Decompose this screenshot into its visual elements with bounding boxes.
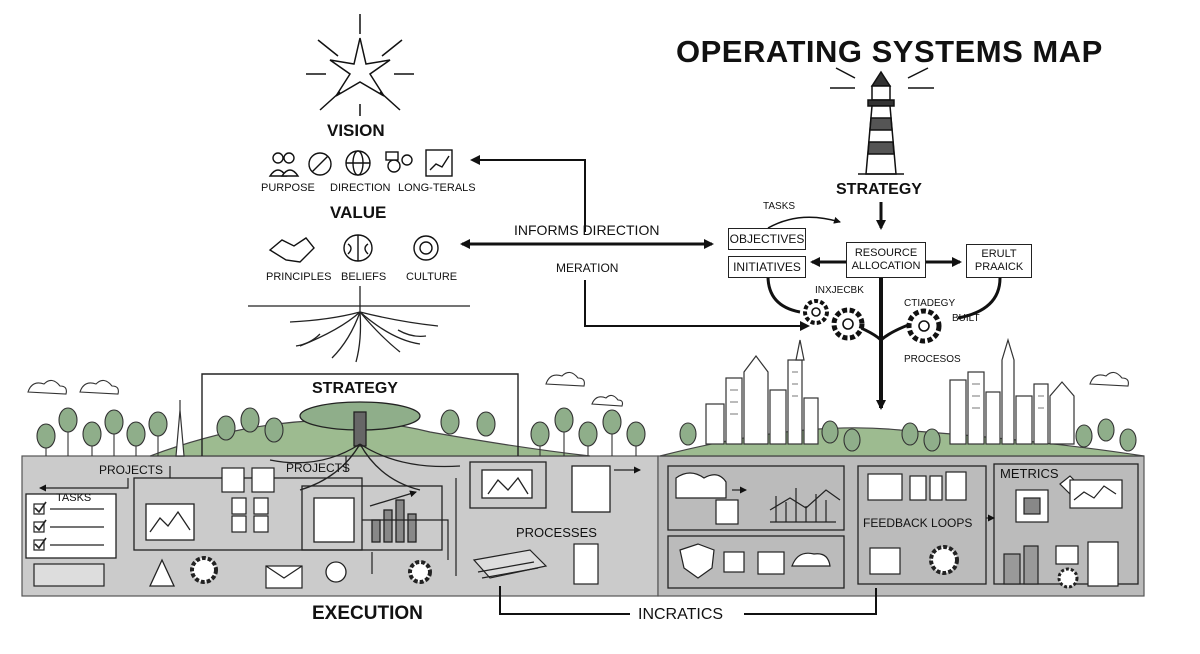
strategy-bracket (201, 373, 519, 456)
direction-globe-icon (345, 150, 371, 176)
gear-icon (803, 299, 829, 325)
long-term-gears-icon (385, 151, 413, 173)
gears-cluster (803, 299, 942, 344)
execution-label: EXECUTION (312, 603, 423, 624)
left-trunks (45, 432, 637, 456)
roots-illustration (248, 286, 470, 363)
handshake-icon (268, 237, 315, 263)
processes-label: PROCESSES (516, 525, 597, 540)
culture-icon (413, 235, 439, 261)
resource-allocation-box: RESOURCE ALLOCATION (846, 242, 926, 278)
gear-label-strategy: CTIADEGY (904, 298, 956, 309)
tower-icon (175, 400, 185, 457)
incratics-label: INCRATICS (638, 606, 724, 623)
principles-label: PRINCIPLES (266, 271, 332, 283)
document-icons (33, 467, 599, 589)
gear-icon (831, 307, 865, 341)
direction-compass-icon (308, 152, 332, 176)
gear-label-built: BUILT (952, 313, 980, 324)
right-trees (679, 418, 1137, 452)
chart-icons (149, 476, 529, 543)
informs-direction-label: INFORMS DIRECTION (514, 222, 660, 238)
long-term-chart-icon (425, 149, 453, 177)
vision-star-icon (306, 14, 414, 116)
building-windows (730, 371, 1044, 415)
page-title: OPERATING SYSTEMS MAP (676, 34, 1103, 69)
connector-arrows (460, 155, 810, 331)
flow-lines-left (39, 456, 641, 576)
incratics-connector-right (744, 588, 877, 615)
brain-icon (343, 234, 373, 262)
clouds (27, 371, 1129, 407)
long-term-label: LONG-TERALS (398, 182, 476, 194)
execution-gears (148, 556, 432, 587)
purpose-label: PURPOSE (261, 182, 315, 194)
strategy-heading: STRATEGY (836, 181, 922, 198)
gear-icon (906, 308, 942, 344)
feedback-loops-label: FEEDBACK LOOPS (863, 516, 973, 530)
lighthouse-icon (830, 67, 934, 175)
value-label: VALUE (330, 203, 387, 222)
tasks-checklist-icon (33, 501, 104, 551)
beliefs-label: BELIEFS (341, 271, 387, 283)
city-skyline (705, 337, 1075, 445)
purpose-icon (268, 152, 300, 177)
objectives-box: OBJECTIVES (728, 228, 806, 250)
strategy-tree (269, 401, 461, 491)
gear-label-left: INXJECBK (815, 285, 864, 296)
built-practice-box: ERULT PRAAICK (966, 244, 1032, 278)
vision-label: VISION (327, 121, 385, 140)
culture-label: CULTURE (406, 271, 458, 283)
metrics-chart-lines (732, 485, 1117, 523)
initiatives-box: INITIATIVES (728, 256, 806, 278)
gear-label-processes: PROCESOS (904, 354, 961, 365)
tasks-label: TASKS (56, 492, 92, 504)
incratics-connector-left (499, 586, 630, 615)
direction-label: DIRECTION (330, 182, 391, 194)
projects-left-label: PROJECTS (99, 463, 164, 477)
metrics-icons (675, 471, 1123, 589)
projects-mid-label: PROJECTS (286, 461, 351, 475)
ground-strategy-label: STRATEGY (312, 380, 398, 397)
tasks-top-label: TASKS (763, 201, 796, 212)
metrics-label: METRICS (1000, 466, 1059, 481)
meration-label: MERATION (556, 261, 619, 275)
